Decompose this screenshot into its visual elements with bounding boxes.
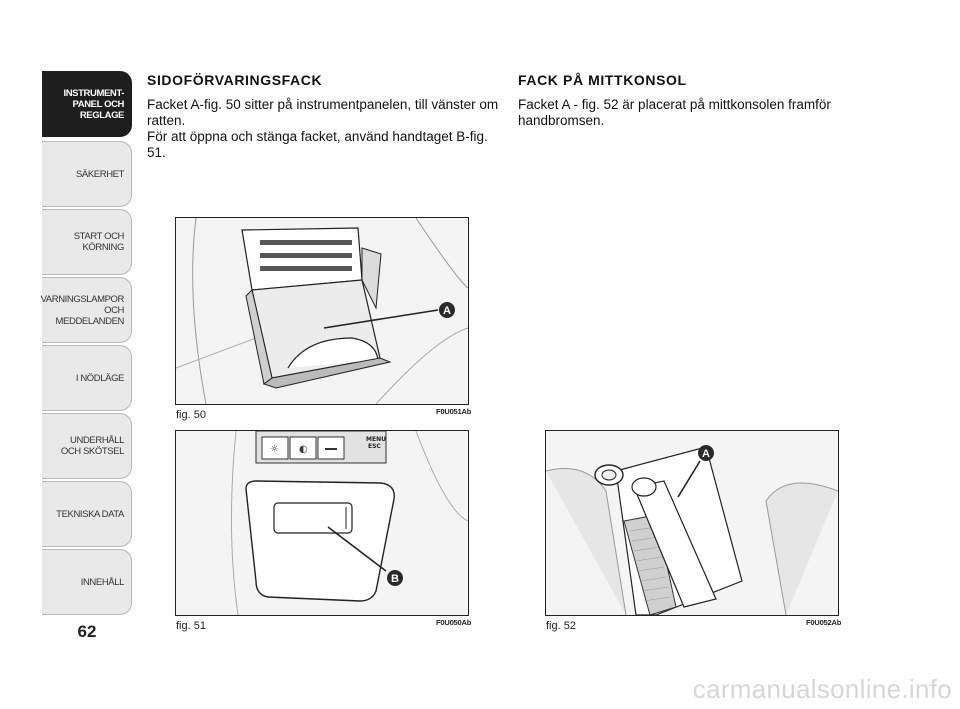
tab-label: TEKNISKA DATA <box>56 508 124 520</box>
tab-tekniska-data[interactable]: TEKNISKA DATA <box>42 481 132 547</box>
paragraph: Facket A - fig. 52 är placerat på mittko… <box>518 97 831 128</box>
watermark: carmanualsonline.info <box>692 674 952 704</box>
tab-label: INSTRUMENT- PANEL OCH REGLAGE <box>63 87 124 121</box>
page-number: 62 <box>77 622 97 641</box>
light-switch-icon: ◐ <box>299 444 308 455</box>
section-heading-sidoforvaringsfack: SIDOFÖRVARINGSFACK <box>147 72 323 88</box>
tab-label: I NÖDLÄGE <box>75 372 125 384</box>
paragraph: För att öppna och stänga facket, använd … <box>147 129 488 160</box>
tab-i-nodlage[interactable]: I NÖDLÄGE <box>42 345 132 411</box>
tab-varningslampor[interactable]: VARNINGSLAMPOR OCH MEDDELANDEN <box>40 277 132 343</box>
callout-a-fig50: A <box>443 305 451 317</box>
section-heading-mittkonsol: FACK PÅ MITTKONSOL <box>518 72 687 88</box>
callout-b-fig51: B <box>391 573 399 585</box>
tab-underhall[interactable]: UNDERHÅLL OCH SKÖTSEL <box>42 413 132 479</box>
tab-innehall[interactable]: INNEHÅLL <box>42 549 132 615</box>
section-body-sidoforvaringsfack: Facket A-fig. 50 sitter på instrumentpan… <box>147 97 502 161</box>
figure-label: fig. 50 <box>176 409 206 421</box>
figure-code: F0U051Ab <box>436 407 472 416</box>
tab-label: START OCH KÖRNING <box>73 231 125 253</box>
glovebox-open-drawing: A <box>176 218 468 404</box>
figure-code: F0U052Ab <box>806 618 842 627</box>
center-console-drawing: A <box>546 431 838 615</box>
figure-50-illustration: A <box>175 217 469 405</box>
figure-code: F0U050Ab <box>436 618 472 627</box>
figure-52-illustration: A <box>545 430 839 616</box>
figure-label: fig. 51 <box>176 620 206 632</box>
tab-label: UNDERHÅLL OCH SKÖTSEL <box>60 435 125 457</box>
paragraph: Facket A-fig. 50 sitter på instrumentpan… <box>147 97 499 128</box>
callout-a-fig52: A <box>702 448 710 460</box>
tab-label: VARNINGSLAMPOR OCH MEDDELANDEN <box>40 293 125 327</box>
tab-start-och-korning[interactable]: START OCH KÖRNING <box>42 209 132 275</box>
tab-sakerhet[interactable]: SÄKERHET <box>42 141 132 207</box>
section-body-mittkonsol: Facket A - fig. 52 är placerat på mittko… <box>518 97 858 129</box>
tab-label: INNEHÅLL <box>80 576 125 588</box>
figure-label: fig. 52 <box>546 620 576 632</box>
tab-label: SÄKERHET <box>75 168 124 180</box>
lamp-symbol-icon: ☼ <box>270 444 279 455</box>
tab-instrumentpanel[interactable]: INSTRUMENT- PANEL OCH REGLAGE <box>42 71 132 137</box>
